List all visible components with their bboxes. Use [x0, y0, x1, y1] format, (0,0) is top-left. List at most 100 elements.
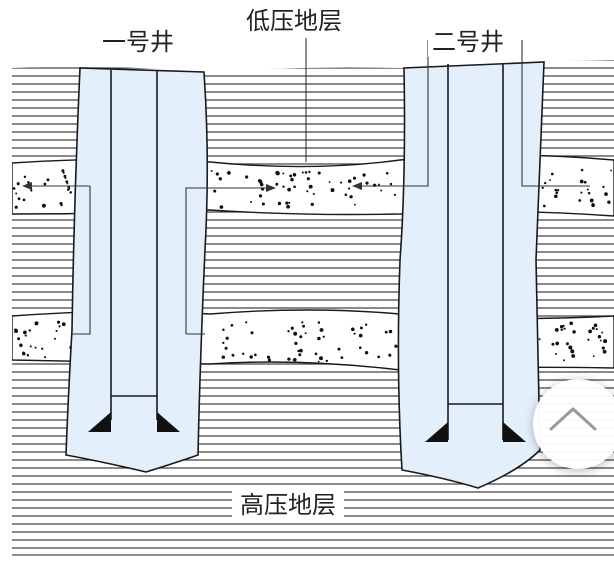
sand-dot — [570, 349, 575, 354]
sand-dot — [580, 191, 583, 194]
sand-dot — [297, 349, 300, 353]
sand-dot — [29, 345, 32, 348]
sand-dot — [348, 187, 351, 190]
sand-dot — [63, 174, 67, 178]
sand-dot — [591, 202, 595, 206]
sand-dot — [258, 194, 263, 198]
sand-dot — [253, 353, 257, 357]
sand-dot — [388, 353, 392, 357]
sand-dot — [287, 357, 291, 361]
scroll-to-top-button[interactable] — [533, 379, 614, 469]
sand-dot — [34, 346, 37, 349]
sand-dot — [213, 189, 217, 193]
sand-dot — [250, 201, 252, 203]
sand-dot — [287, 330, 290, 333]
sand-dot — [14, 205, 18, 209]
sand-dot — [349, 195, 353, 199]
sand-dot — [68, 187, 71, 190]
sand-dot — [64, 176, 67, 180]
sand-dot — [337, 347, 341, 351]
sand-dot — [549, 179, 551, 181]
well-one-label: 一号井 — [98, 27, 178, 57]
sand-dot — [267, 358, 271, 362]
sand-dot — [365, 181, 369, 185]
sand-dot — [285, 201, 289, 205]
sand-dot — [292, 358, 296, 362]
sand-dot — [595, 328, 598, 331]
sand-dot — [583, 180, 587, 184]
well-two-left-packer — [425, 422, 448, 442]
well-two-borehole — [397, 61, 545, 489]
sand-dot — [603, 339, 608, 344]
sand-dot — [26, 353, 30, 357]
sand-dot — [317, 360, 320, 363]
sand-dot — [286, 204, 290, 209]
sand-dot — [580, 168, 584, 172]
sand-dot — [62, 171, 65, 174]
sand-dot — [393, 193, 397, 197]
flow-arrow-left — [22, 182, 32, 190]
sand-dot — [388, 329, 393, 334]
well-two-right-packer — [503, 422, 526, 442]
sand-dot — [299, 335, 303, 339]
sand-dot — [43, 182, 47, 186]
sand-dot — [19, 343, 23, 348]
sand-dot — [538, 338, 541, 341]
well-two-left-flow-line — [360, 40, 429, 187]
sand-dot — [301, 171, 304, 174]
sand-dot — [275, 170, 280, 175]
sand-dot — [244, 175, 249, 179]
sand-dot — [353, 332, 356, 335]
sand-dot — [601, 331, 604, 334]
sand-dot — [58, 325, 61, 328]
sand-dot — [221, 355, 226, 359]
sand-dot — [578, 199, 582, 202]
sand-dot — [292, 173, 297, 177]
sand-dot — [46, 178, 50, 182]
sand-dot — [579, 179, 584, 184]
sand-dot — [69, 191, 72, 194]
sand-dot — [330, 188, 335, 193]
sand-dot — [352, 176, 357, 180]
sand-dot — [15, 192, 18, 195]
sand-dot — [22, 352, 26, 356]
well-one-borehole — [65, 67, 209, 473]
sand-dot — [294, 341, 298, 346]
sand-dot — [289, 174, 293, 178]
sand-dot — [34, 321, 39, 326]
sand-dot — [224, 346, 228, 350]
sand-dot — [571, 354, 576, 358]
sand-dot — [553, 194, 558, 199]
sand-dot — [358, 333, 363, 338]
sand-dot — [385, 171, 389, 175]
sand-dot — [380, 189, 383, 192]
sand-dot — [261, 202, 265, 206]
sand-dot — [298, 353, 302, 357]
sand-dot — [23, 330, 27, 335]
sand-dot — [317, 336, 321, 341]
sand-dot — [24, 334, 27, 337]
sand-dot — [570, 347, 573, 350]
sand-dot — [259, 182, 264, 187]
sand-dot — [347, 179, 352, 183]
well-one-left-flow-line — [72, 186, 91, 335]
sand-dot — [293, 331, 298, 336]
sand-dot — [588, 329, 592, 334]
sand-dot — [12, 187, 16, 190]
sand-dot — [310, 202, 314, 207]
sand-dot — [287, 187, 291, 192]
sand-dot — [290, 177, 294, 182]
sand-dot — [550, 172, 554, 176]
sand-dot — [560, 328, 563, 332]
sand-dot — [353, 203, 356, 206]
sand-dot — [290, 326, 294, 330]
sand-dot — [53, 337, 57, 340]
sand-dot — [306, 190, 309, 193]
sand-dot — [215, 172, 219, 176]
sand-dot — [364, 351, 369, 355]
sand-dot — [591, 326, 595, 330]
sand-dot — [559, 325, 564, 329]
sand-dot — [602, 185, 605, 189]
sand-dot — [218, 177, 223, 181]
sand-dot — [340, 356, 344, 360]
